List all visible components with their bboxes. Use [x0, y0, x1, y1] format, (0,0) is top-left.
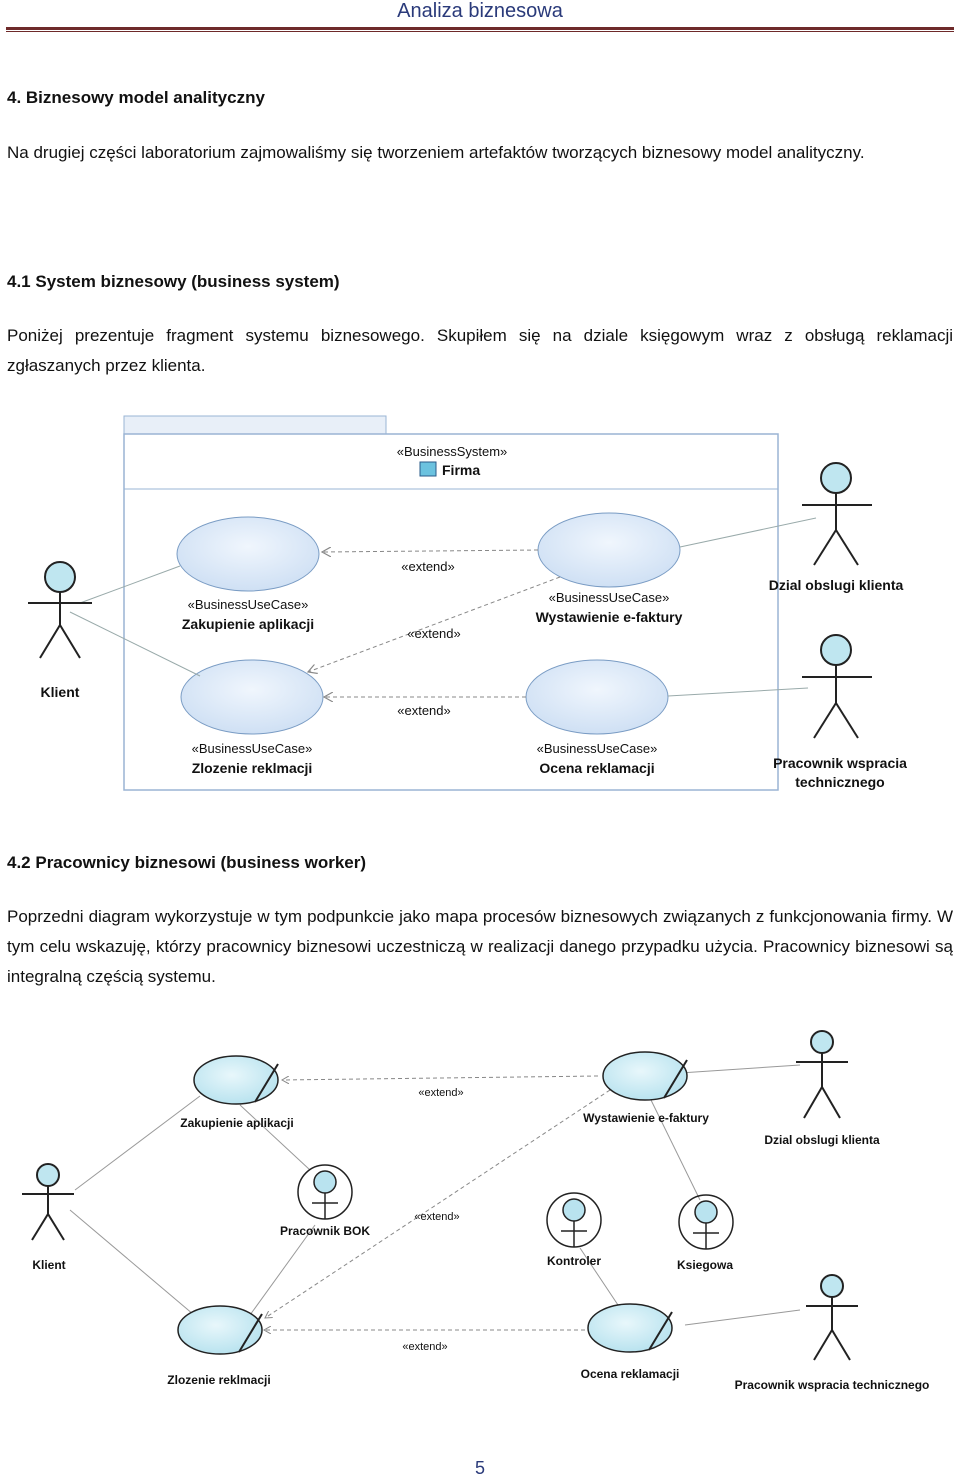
section-4-1-heading: 4.1 System biznesowy (business system)	[7, 272, 340, 291]
actor-klient-label: Klient	[41, 684, 80, 700]
usecase-zlozenie	[180, 659, 324, 735]
actor2-dzial	[796, 1030, 848, 1119]
worker-kontroler-label: Kontroler	[547, 1254, 601, 1268]
usecase-zakupienie	[176, 516, 320, 592]
uc2-wystawienie	[602, 1051, 688, 1101]
actor-klient	[28, 561, 92, 659]
assoc2-dzial-wystawienie	[679, 1064, 801, 1074]
actor2-pracownik-wsparcia	[806, 1274, 858, 1361]
extend-label-1: «extend»	[401, 559, 455, 574]
system-stereotype: «BusinessSystem»	[397, 444, 508, 459]
section-4-heading: 4. Biznesowy model analityczny	[7, 88, 265, 107]
actor2-pracownik-label: Pracownik wspracia technicznego	[735, 1378, 930, 1392]
uc2-zakupienie-label: Zakupienie aplikacji	[180, 1116, 293, 1130]
extend-label-2: «extend»	[407, 626, 461, 641]
uc2-zlozenie	[177, 1305, 263, 1355]
assoc-pracownik-ocena	[667, 687, 809, 697]
section-4-2-heading: 4.2 Pracownicy biznesowi (business worke…	[7, 853, 367, 872]
worker-ksiegowa-label: Ksiegowa	[677, 1258, 733, 1272]
worker-kontroler	[546, 1192, 602, 1248]
worker-pracownik-bok	[297, 1164, 353, 1220]
usecase-ocena	[525, 659, 669, 735]
assoc2-kontroler-ocena	[579, 1247, 621, 1309]
assoc2-klient-zakupienie	[74, 1095, 201, 1191]
uc2-wystawienie-label: Wystawienie e-faktury	[583, 1111, 709, 1125]
assoc2-ksiegowa-wystawienie	[649, 1097, 701, 1201]
uc1-stereotype: «BusinessUseCase»	[188, 597, 309, 612]
section-4-1-paragraph: Poniżej prezentuje fragment systemu bizn…	[7, 326, 953, 375]
uc4-name: Ocena reklamacji	[539, 760, 654, 776]
extend-arrow-1	[322, 550, 539, 552]
uc3-name: Zlozenie reklmacji	[192, 760, 313, 776]
extend-arrow-2	[308, 576, 561, 672]
section-4-2-paragraph: Poprzedni diagram wykorzystuje w tym pod…	[7, 907, 953, 986]
section-4-paragraph: Na drugiej części laboratorium zajmowali…	[7, 143, 865, 162]
extend2-arrow-2	[265, 1089, 611, 1318]
uc2-ocena-label: Ocena reklamacji	[581, 1367, 680, 1381]
assoc2-pracownik-ocena	[684, 1309, 801, 1326]
actor-dzial-label: Dzial obslugi klienta	[769, 577, 904, 593]
uc3-stereotype: «BusinessUseCase»	[192, 741, 313, 756]
worker-ksiegowa	[678, 1194, 734, 1250]
uc2-zlozenie-label: Zlozenie reklmacji	[167, 1373, 270, 1387]
actor-dzial	[802, 462, 872, 566]
extend2-label-2: «extend»	[414, 1211, 459, 1223]
actor2-klient	[22, 1163, 74, 1241]
extend-label-3: «extend»	[397, 703, 451, 718]
header-rule	[6, 27, 954, 30]
page-number: 5	[474, 1458, 485, 1478]
extend2-arrow-1	[282, 1075, 599, 1080]
uc2-name: Wystawienie e-faktury	[536, 609, 683, 625]
uc2-stereotype: «BusinessUseCase»	[549, 590, 670, 605]
actor2-dzial-label: Dzial obslugi klienta	[764, 1133, 880, 1147]
assoc-dzial-wystawienie	[679, 517, 817, 548]
extend2-label-1: «extend»	[418, 1087, 463, 1099]
assoc-klient-zlozenie	[69, 611, 201, 677]
system-tab	[123, 415, 387, 435]
actor2-klient-label: Klient	[32, 1258, 65, 1272]
actor-pracownik-label-2: technicznego	[795, 774, 884, 790]
actor-pracownik-wsparcia	[802, 634, 872, 739]
header-rule-thin	[6, 31, 954, 32]
uc2-zakupienie	[193, 1055, 279, 1105]
assoc2-klient-zlozenie	[69, 1209, 201, 1321]
page-header: Analiza biznesowa	[397, 0, 563, 22]
assoc2-bok-zakupienie	[239, 1104, 311, 1171]
uc4-stereotype: «BusinessUseCase»	[537, 741, 658, 756]
assoc2-bok-zlozenie	[249, 1224, 316, 1316]
worker-pracownik-bok-label: Pracownik BOK	[280, 1224, 370, 1238]
system-frame	[123, 433, 779, 791]
uc2-ocena	[587, 1303, 673, 1353]
uc1-name: Zakupienie aplikacji	[182, 616, 314, 632]
usecase-wystawienie	[537, 512, 681, 588]
extend2-label-3: «extend»	[402, 1341, 447, 1353]
actor-pracownik-label-1: Pracownik wspracia	[773, 755, 907, 771]
system-name: Firma	[442, 462, 480, 478]
system-icon	[419, 461, 437, 477]
assoc-klient-zakupienie	[79, 565, 181, 604]
